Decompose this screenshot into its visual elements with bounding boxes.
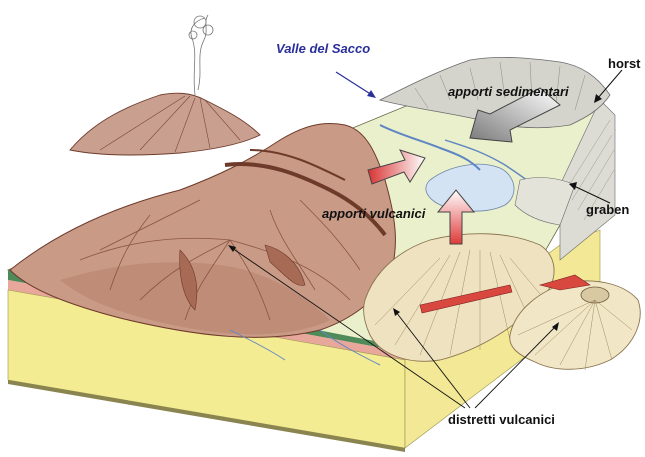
erupting-volcano <box>70 15 260 155</box>
eruption-plume <box>189 15 213 95</box>
label-apporti-sedimentari: apporti sedimentari <box>448 84 569 99</box>
label-valle-del-sacco: Valle del Sacco <box>276 41 370 56</box>
label-apporti-vulcanici: apporti vulcanici <box>322 206 426 221</box>
label-distretti-vulcanici: distretti vulcanici <box>448 412 555 427</box>
valle-pointer-arrow <box>336 72 372 95</box>
label-horst: horst <box>608 56 641 71</box>
label-graben: graben <box>586 202 629 217</box>
